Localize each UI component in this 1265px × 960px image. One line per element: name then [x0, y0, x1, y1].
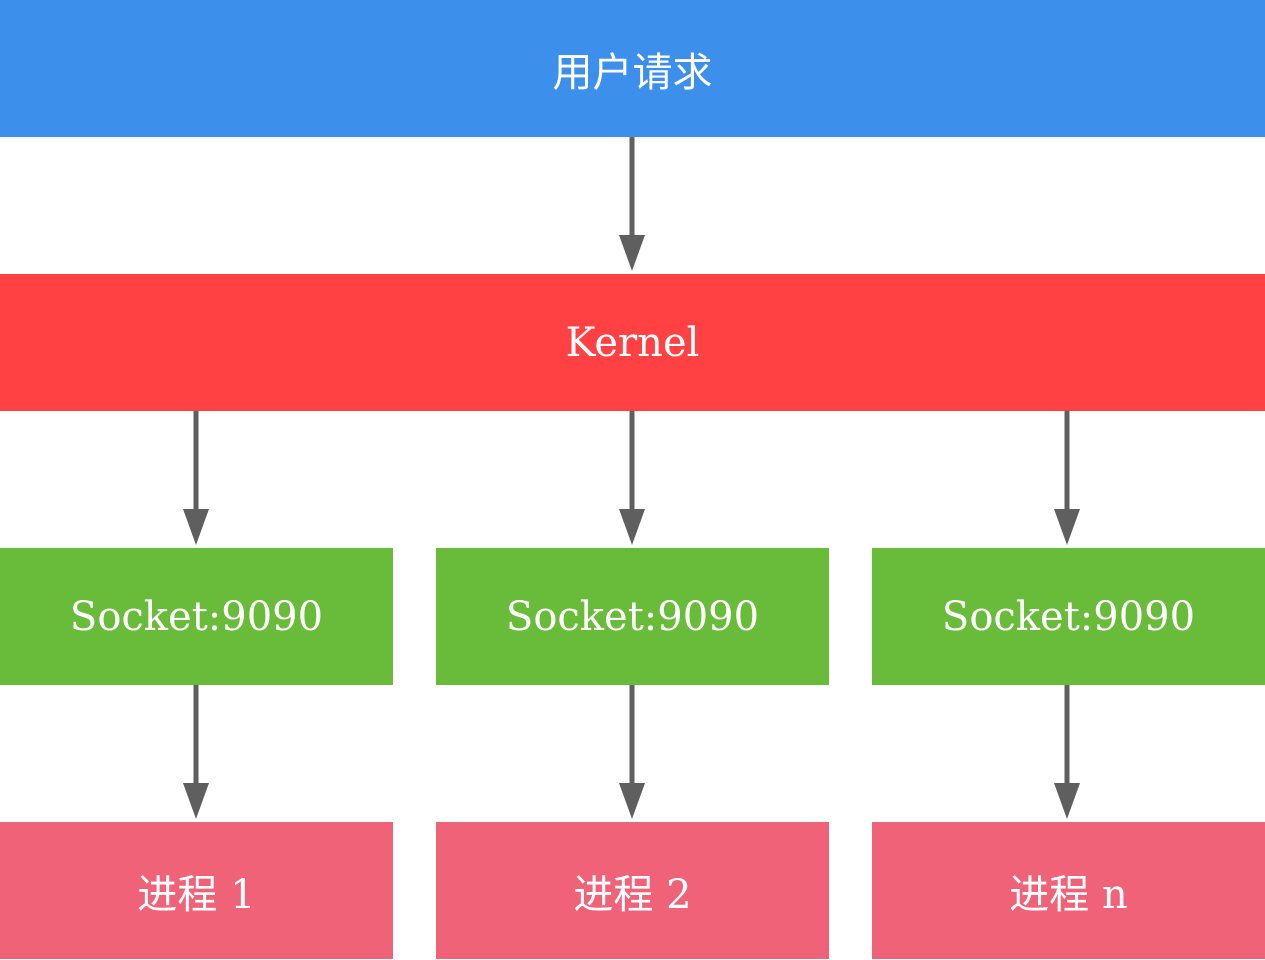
arrow-head	[1054, 509, 1080, 545]
process-node-1: 进程 1	[0, 822, 393, 959]
socket-node-2: Socket:9090	[436, 548, 829, 685]
process-label-3: 进程 n	[1009, 871, 1128, 918]
socket-node-1: Socket:9090	[0, 548, 393, 685]
arrow-head	[619, 783, 645, 819]
process-node-3: 进程 n	[872, 822, 1265, 959]
process-label-1: 进程 1	[137, 871, 256, 918]
arrow-head	[619, 509, 645, 545]
socket-label-3: Socket:9090	[941, 593, 1196, 640]
socket-label-1: Socket:9090	[69, 593, 324, 640]
arrow-head	[183, 509, 209, 545]
arrow-head	[619, 235, 645, 271]
arrow-kernel-to-socket-2	[619, 411, 645, 545]
user-request-label: 用户请求	[552, 49, 713, 96]
arrow-kernel-to-socket-1	[183, 411, 209, 545]
kernel-node: Kernel	[0, 274, 1265, 411]
arrow-head	[1054, 783, 1080, 819]
arrow-head	[183, 783, 209, 819]
arrow-kernel-to-socket-3	[1054, 411, 1080, 545]
socket-label-2: Socket:9090	[505, 593, 760, 640]
process-label-2: 进程 2	[573, 871, 692, 918]
kernel-label: Kernel	[565, 319, 700, 366]
socket-node-3: Socket:9090	[872, 548, 1265, 685]
arrow-socket-2-to-process-2	[619, 685, 645, 819]
process-node-2: 进程 2	[436, 822, 829, 959]
arrow-socket-1-to-process-1	[183, 685, 209, 819]
arrow-socket-3-to-process-3	[1054, 685, 1080, 819]
user-request-node: 用户请求	[0, 0, 1265, 137]
arrow-request-to-kernel	[619, 137, 645, 271]
